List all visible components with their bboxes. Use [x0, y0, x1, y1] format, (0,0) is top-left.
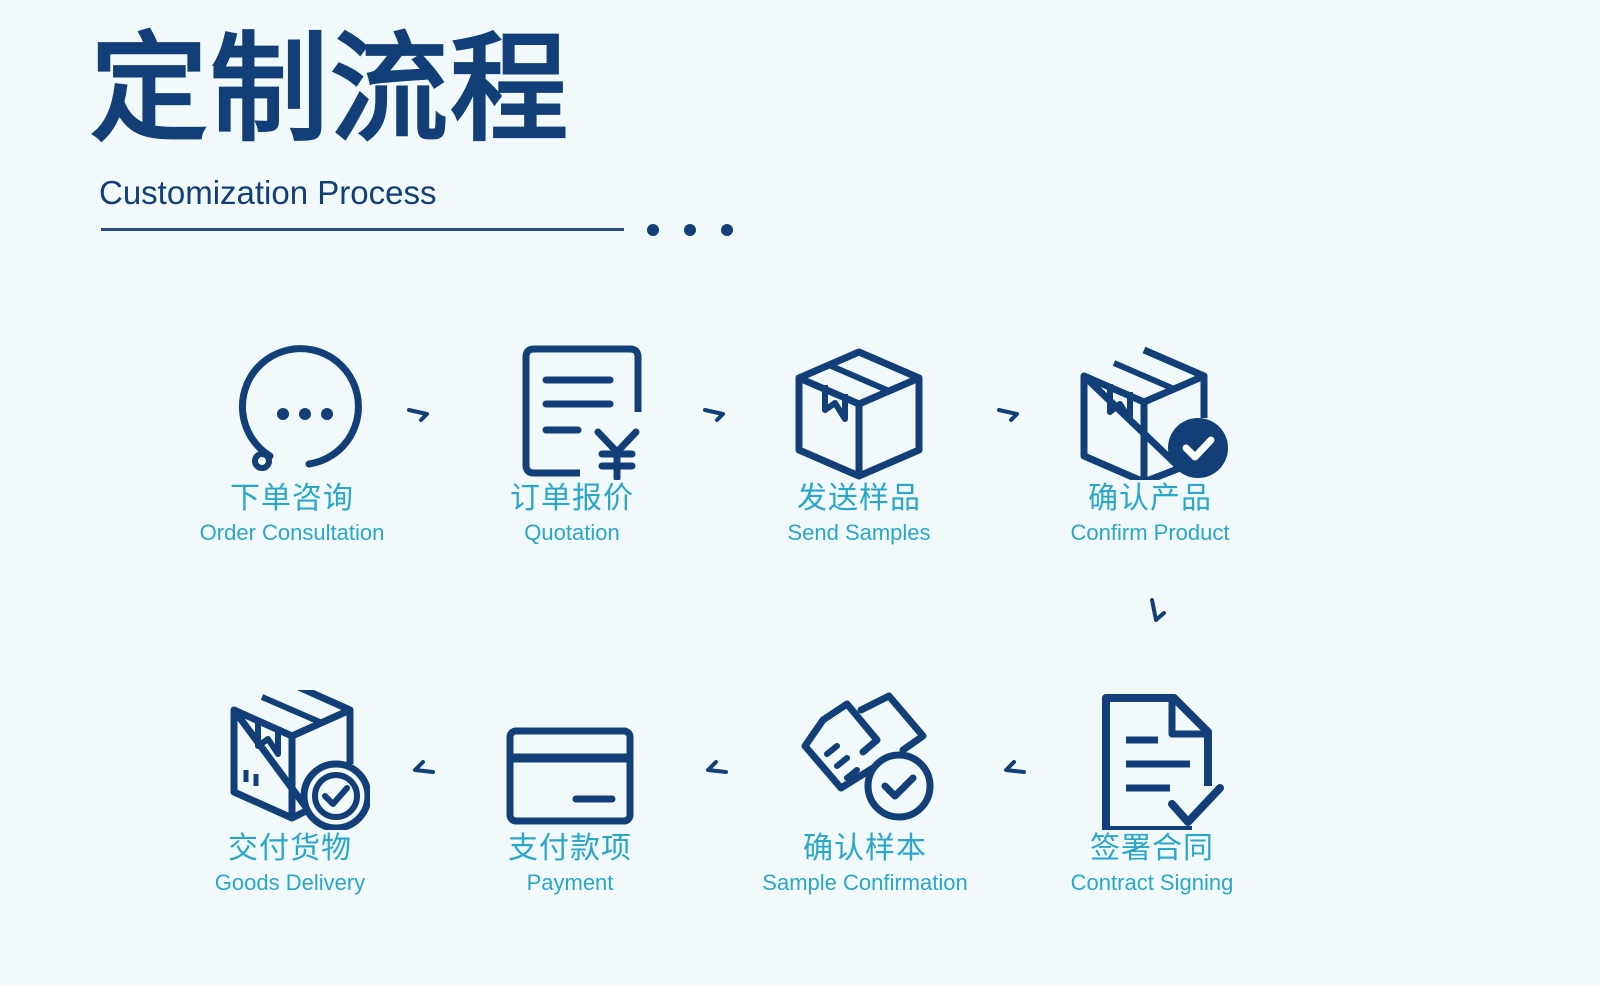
box-check-icon [1080, 346, 1228, 480]
step-title-en: Quotation [524, 519, 620, 545]
step-title-zh: 发送样品 [797, 481, 921, 516]
step-contract-signing: 签署合同 Contract Signing [1012, 690, 1292, 895]
step-title-en: Sample Confirmation [762, 869, 968, 895]
step-payment: 支付款项 Payment [430, 690, 710, 895]
step-title-en: Confirm Product [1070, 519, 1230, 545]
arrow-left-icon [706, 760, 728, 774]
step-title-en: Goods Delivery [214, 869, 366, 895]
step-title-en: Contract Signing [1070, 869, 1234, 895]
handshake-check-icon [801, 692, 934, 821]
step-send-samples: 发送样品 Send Samples [719, 340, 999, 545]
step-confirm-product: 确认产品 Confirm Product [1010, 340, 1290, 545]
contract-document-icon [1102, 694, 1224, 830]
arrow-right-icon [407, 408, 429, 422]
arrow-right-icon [997, 408, 1019, 422]
arrow-left-icon [1004, 760, 1026, 774]
step-order-consultation: 下单咨询 Order Consultation [152, 340, 432, 545]
package-box-icon [795, 348, 923, 480]
step-title-en: Order Consultation [199, 519, 385, 545]
arrow-right-icon [703, 408, 725, 422]
step-title-zh: 确认样本 [803, 831, 927, 866]
step-title-zh: 签署合同 [1090, 831, 1214, 866]
title-underline [101, 228, 624, 231]
step-title-zh: 订单报价 [510, 481, 634, 516]
credit-card-icon [506, 727, 634, 825]
quote-document-icon [522, 345, 642, 480]
step-quotation: 订单报价 Quotation [432, 340, 712, 545]
arrow-left-icon [413, 760, 435, 774]
chat-bubble-icon [239, 345, 362, 471]
step-title-en: Payment [526, 869, 614, 895]
step-goods-delivery: 交付货物 Goods Delivery [150, 690, 430, 895]
delivery-box-icon [230, 690, 370, 830]
page-title: 定制流程 [90, 20, 571, 158]
step-title-zh: 确认产品 [1088, 481, 1212, 516]
step-title-zh: 支付款项 [508, 831, 632, 866]
arrow-down-icon [1150, 598, 1166, 622]
step-title-en: Send Samples [787, 519, 931, 545]
step-title-zh: 交付货物 [228, 831, 352, 866]
step-title-zh: 下单咨询 [230, 481, 354, 516]
step-sample-confirmation: 确认样本 Sample Confirmation [725, 690, 1005, 895]
decorative-dots [647, 224, 737, 238]
page-subtitle: Customization Process [99, 174, 437, 211]
